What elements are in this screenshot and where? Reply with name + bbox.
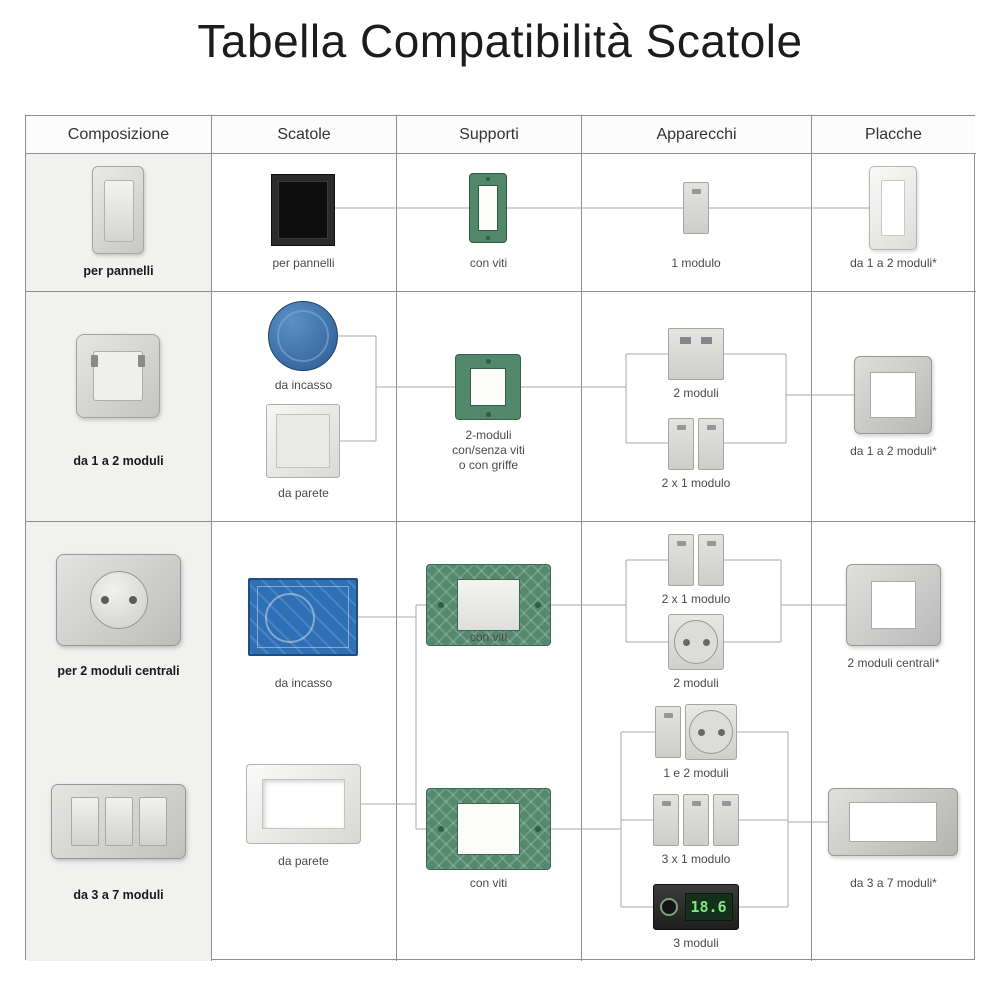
support-label-line2: con/senza viti <box>452 443 525 457</box>
thermostat-display: 18.6 <box>684 893 733 921</box>
socket-inner <box>93 351 143 401</box>
placca-label-row2: da 1 a 2 moduli* <box>850 444 937 458</box>
col-header-apparecchi: Apparecchi <box>582 116 811 153</box>
switch-rocker <box>70 797 99 846</box>
apparecchio-2x1-label-row2: 2 x 1 modulo <box>661 476 731 490</box>
col-header-supporti: Supporti <box>397 116 581 153</box>
module-2-image <box>668 328 724 380</box>
composizione-label-2centrali: per 2 moduli centrali <box>57 664 180 678</box>
switch-rocker <box>104 180 134 242</box>
page-title: Tabella Compatibilità Scatole <box>197 15 803 67</box>
socket-slot <box>91 355 98 367</box>
supporto-label-row1: con viti <box>469 256 508 270</box>
scatola-label-pannelli: per pannelli <box>272 256 335 270</box>
plate-square-image <box>854 356 932 434</box>
composizione-label-1a2: da 1 a 2 moduli <box>73 454 164 468</box>
wall-frame-image <box>246 764 361 844</box>
apparecchio-2x1-label-row3: 2 x 1 modulo <box>661 592 731 606</box>
support-horizontal-top-image <box>426 564 551 646</box>
support-module-slot <box>457 579 520 631</box>
support-square-image <box>455 354 521 420</box>
grid-line <box>211 116 212 961</box>
plate-vertical-image <box>869 166 917 250</box>
thermostat-image: 18.6 <box>653 884 739 930</box>
grid-line <box>26 521 976 522</box>
support-label-line1: 2-moduli <box>465 428 512 442</box>
plate-2central-image <box>846 564 941 646</box>
grid-line <box>581 116 582 961</box>
placca-top-label-row3: 2 moduli centrali* <box>847 656 940 670</box>
compatibility-table: Composizione Scatole Supporti Apparecchi… <box>25 115 976 961</box>
apparecchio-3x1-label: 3 x 1 modulo <box>661 852 731 866</box>
supporto-bottom-label-row3: con viti <box>469 876 508 890</box>
schuko-module-image <box>668 614 724 670</box>
support-label-line3: o con griffe <box>458 458 519 472</box>
supporto-top-label-row3: con viti <box>469 630 508 644</box>
scatola-parete-label-row3: da parete <box>278 854 329 868</box>
support-vertical-image <box>469 173 507 243</box>
grid-line <box>26 153 976 154</box>
schuko-module-face <box>674 620 718 664</box>
scatola-parete-label-row2: da parete <box>278 486 329 500</box>
grid-line <box>396 116 397 961</box>
grid-line <box>26 291 976 292</box>
support-module-slot <box>457 803 520 855</box>
placca-bottom-label-row3: da 3 a 7 moduli* <box>850 876 937 890</box>
wall-box-image <box>266 404 340 478</box>
module-1-image <box>683 182 709 234</box>
module-2x1-image-row3 <box>668 534 724 586</box>
schuko-plate-image <box>56 554 181 646</box>
apparecchio-label-row1: 1 modulo <box>671 256 721 270</box>
three-switch-plate-image <box>51 784 186 859</box>
scatola-incasso-label-row3: da incasso <box>274 676 333 690</box>
socket-plate-image <box>76 334 160 418</box>
grid-line <box>811 116 812 961</box>
switch-rocker <box>138 797 167 846</box>
col-header-scatole: Scatole <box>212 116 396 153</box>
supporto-label-row2: 2-moduli con/senza viti o con griffe <box>396 428 581 473</box>
panel-box-image <box>271 174 335 246</box>
socket-slot <box>138 355 145 367</box>
module-2x1-image <box>668 418 724 470</box>
schuko-module-face <box>689 710 733 754</box>
placca-label-row1: da 1 a 2 moduli* <box>850 256 937 270</box>
connector-lines <box>335 207 869 908</box>
flush-rect-box-image <box>248 578 358 656</box>
composizione-label-pannelli: per pannelli <box>83 264 154 278</box>
switch-rocker <box>104 797 133 846</box>
col-header-placche: Placche <box>812 116 975 153</box>
panel-switch-plate-image <box>92 166 144 254</box>
support-horizontal-bottom-image <box>426 788 551 870</box>
schuko-socket-face <box>89 571 148 629</box>
apparecchio-2moduli-label-row3: 2 moduli <box>673 676 719 690</box>
module-3x1-image <box>653 794 739 846</box>
scatola-incasso-label-row2: da incasso <box>274 378 333 392</box>
apparecchio-1e2-label: 1 e 2 moduli <box>663 766 729 780</box>
apparecchio-2moduli-label-row2: 2 moduli <box>673 386 719 400</box>
composizione-label-3a7: da 3 a 7 moduli <box>73 888 164 902</box>
flush-round-box-image <box>268 301 338 371</box>
apparecchio-3moduli-label: 3 moduli <box>673 936 719 950</box>
plate-3to7-image <box>828 788 958 856</box>
thermostat-dial-icon <box>659 898 678 916</box>
module-1e2-image <box>655 704 737 760</box>
col-header-composizione: Composizione <box>26 116 211 153</box>
